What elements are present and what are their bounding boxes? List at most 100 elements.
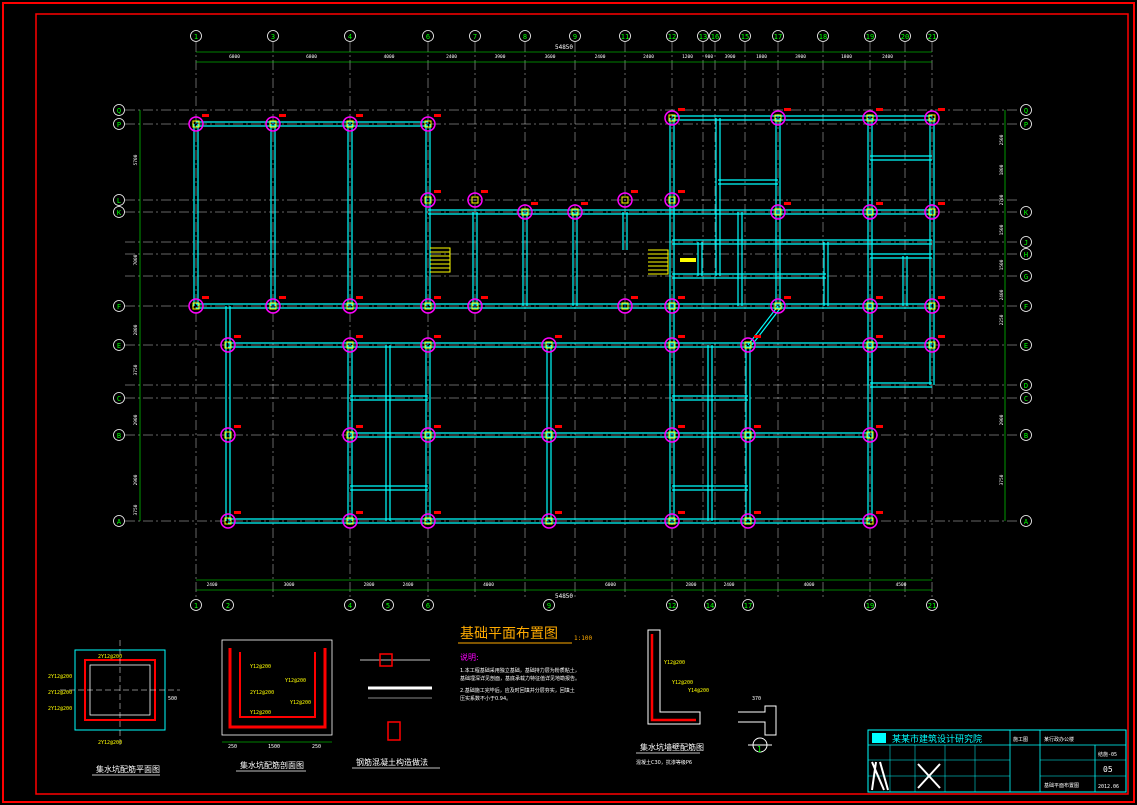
axis-label: 21 bbox=[928, 33, 936, 41]
column-stub bbox=[774, 114, 782, 122]
footing-outline bbox=[541, 337, 557, 353]
footing-tag bbox=[678, 335, 685, 338]
grade-beam bbox=[672, 239, 932, 245]
footing-tag bbox=[784, 202, 791, 205]
dim-span: 3750 bbox=[133, 364, 139, 375]
footing-tag bbox=[784, 296, 791, 299]
axis-label: Q bbox=[117, 107, 121, 115]
axis-bubble bbox=[113, 118, 125, 130]
svg-text:370: 370 bbox=[752, 696, 761, 702]
footing-tag bbox=[754, 335, 761, 338]
grade-beam bbox=[718, 179, 778, 185]
footing-tag bbox=[581, 202, 588, 205]
footing bbox=[740, 335, 761, 353]
svg-text:Y14@200: Y14@200 bbox=[688, 688, 709, 694]
column-stub bbox=[545, 517, 553, 525]
footing-tag bbox=[234, 425, 241, 428]
footing bbox=[567, 202, 588, 220]
footing-tag bbox=[555, 511, 562, 514]
wall-layer bbox=[193, 115, 935, 524]
axis-label: 8 bbox=[523, 33, 527, 41]
footing bbox=[862, 108, 883, 126]
footing-outline bbox=[265, 116, 281, 132]
axis-bubble bbox=[113, 339, 125, 351]
footing bbox=[664, 108, 685, 126]
footing-tag bbox=[876, 296, 883, 299]
column-stub bbox=[774, 208, 782, 216]
footing bbox=[220, 425, 241, 443]
footing bbox=[342, 335, 363, 353]
axis-label: 21 bbox=[928, 602, 936, 610]
footing-outline bbox=[467, 298, 483, 314]
axis-label: H bbox=[1024, 251, 1028, 259]
dim-span: 2800 bbox=[364, 582, 375, 588]
footing-tag bbox=[938, 108, 945, 111]
column-stub bbox=[346, 431, 354, 439]
title-block: 某某市建筑设计研究院 施工图 某行政办公楼 基础平面布置图 结施-05 05 2… bbox=[867, 729, 1127, 793]
axis-bubble bbox=[1020, 236, 1032, 248]
footing-outline bbox=[862, 513, 878, 529]
footing-tag bbox=[938, 335, 945, 338]
axis-bubble bbox=[1020, 300, 1032, 312]
axis-label: 16 bbox=[711, 33, 719, 41]
footing-tag bbox=[938, 202, 945, 205]
footing-tag bbox=[754, 425, 761, 428]
column-stub bbox=[621, 196, 629, 204]
notes-label: 说明: bbox=[460, 652, 479, 662]
axis-label: D bbox=[1024, 382, 1028, 390]
footing-tag bbox=[678, 425, 685, 428]
axis-bubble bbox=[1020, 104, 1032, 116]
dim-span: 3900 bbox=[725, 54, 736, 60]
note-line-3: 2.基础施工完毕后，应及时回填并分层夯实，回填土 bbox=[460, 687, 575, 694]
drawing-title: 基础平面布置图 bbox=[460, 625, 558, 642]
project-name: 某行政办公楼 bbox=[1044, 736, 1074, 743]
detail-construction: 钢筋混凝土构造做法 bbox=[352, 653, 440, 769]
footing-tag bbox=[555, 335, 562, 338]
footing bbox=[420, 335, 441, 353]
grade-beam bbox=[870, 253, 932, 259]
axis-label: 13 bbox=[699, 33, 707, 41]
footing-outline bbox=[420, 116, 436, 132]
footing-outline bbox=[924, 204, 940, 220]
footing bbox=[770, 202, 791, 220]
column-stub bbox=[424, 517, 432, 525]
footing-tag bbox=[202, 296, 209, 299]
axis-bubble bbox=[344, 30, 356, 42]
svg-text:250: 250 bbox=[312, 744, 321, 750]
svg-text:2Y12@200: 2Y12@200 bbox=[48, 674, 72, 680]
design-phase: 施工图 bbox=[1013, 736, 1028, 743]
axis-bubble bbox=[899, 30, 911, 42]
axis-bubble bbox=[113, 104, 125, 116]
column-stub bbox=[424, 302, 432, 310]
drawing-scale: 1:100 bbox=[574, 635, 592, 642]
footing-outline bbox=[664, 337, 680, 353]
dim-span: 2800 bbox=[133, 324, 139, 335]
column-stub bbox=[346, 517, 354, 525]
footing-tag bbox=[938, 296, 945, 299]
axis-label: 1 bbox=[194, 33, 198, 41]
dim-span: 2900 bbox=[133, 414, 139, 425]
axis-label: 12 bbox=[668, 602, 676, 610]
axis-bubble bbox=[1020, 206, 1032, 218]
dim-span: 2500 bbox=[999, 134, 1005, 145]
grade-beam bbox=[428, 209, 672, 215]
dim-span: 4000 bbox=[483, 582, 494, 588]
svg-text:Y12@200: Y12@200 bbox=[250, 710, 271, 716]
axis-bubble bbox=[344, 599, 356, 611]
axis-bubble bbox=[772, 30, 784, 42]
axis-label: 6 bbox=[426, 602, 430, 610]
footing bbox=[342, 114, 363, 132]
footing bbox=[664, 335, 685, 353]
column-stub bbox=[866, 114, 874, 122]
footing bbox=[420, 296, 441, 314]
footing bbox=[740, 425, 761, 443]
axis-bubble bbox=[267, 30, 279, 42]
dim-span: 2400 bbox=[446, 54, 457, 60]
footing-tag bbox=[434, 335, 441, 338]
footing bbox=[924, 335, 945, 353]
dim-span: 1800 bbox=[999, 164, 1005, 175]
axis-bubble bbox=[739, 30, 751, 42]
svg-text:250: 250 bbox=[228, 744, 237, 750]
axis-label: K bbox=[117, 209, 122, 217]
